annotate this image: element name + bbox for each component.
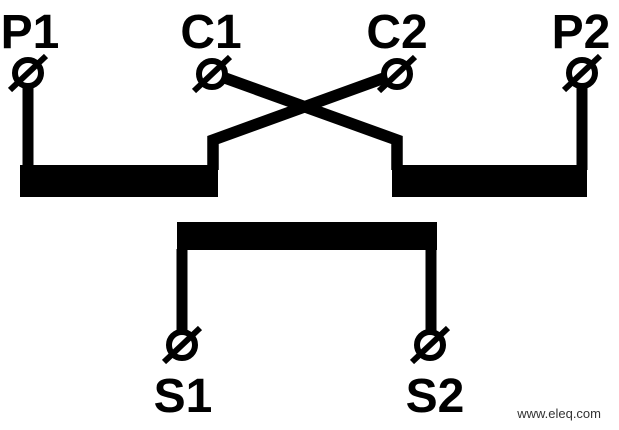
terminal-s1-label: S1 xyxy=(154,370,213,423)
c1-crossover-wire xyxy=(223,72,403,170)
terminal-s1-circle xyxy=(166,329,198,361)
terminal-s2-label: S2 xyxy=(406,370,465,423)
terminal-s1-symbol xyxy=(161,325,203,365)
terminal-c2-label: C2 xyxy=(366,6,427,59)
c2-crossover-wire xyxy=(207,72,386,170)
terminal-c2-symbol xyxy=(376,54,418,94)
terminal-c2-slash xyxy=(376,54,418,94)
terminal-c1-slash xyxy=(191,54,233,94)
terminal-p2-label: P2 xyxy=(552,6,611,59)
secondary-winding-bar xyxy=(177,222,437,250)
terminal-c1-circle xyxy=(196,58,228,90)
terminal-c1-symbol xyxy=(191,54,233,94)
terminal-p1-circle xyxy=(12,57,44,89)
terminal-c2-circle xyxy=(381,58,413,90)
primary-winding-right-bar xyxy=(392,165,587,197)
terminal-p2-slash xyxy=(561,53,603,93)
terminal-p1-symbol xyxy=(7,53,49,93)
terminal-s2-circle xyxy=(414,329,446,361)
terminal-p1-label: P1 xyxy=(1,6,60,59)
primary-winding-left-bar xyxy=(20,165,218,197)
terminal-p2-symbol xyxy=(561,53,603,93)
terminal-s1-slash xyxy=(161,325,203,365)
terminal-p2-circle xyxy=(566,57,598,89)
terminal-c1-label: C1 xyxy=(180,6,241,59)
terminal-s2-slash xyxy=(409,325,451,365)
terminal-p1-slash xyxy=(7,53,49,93)
watermark-text: www.eleq.com xyxy=(517,406,601,421)
terminal-s2-symbol xyxy=(409,325,451,365)
